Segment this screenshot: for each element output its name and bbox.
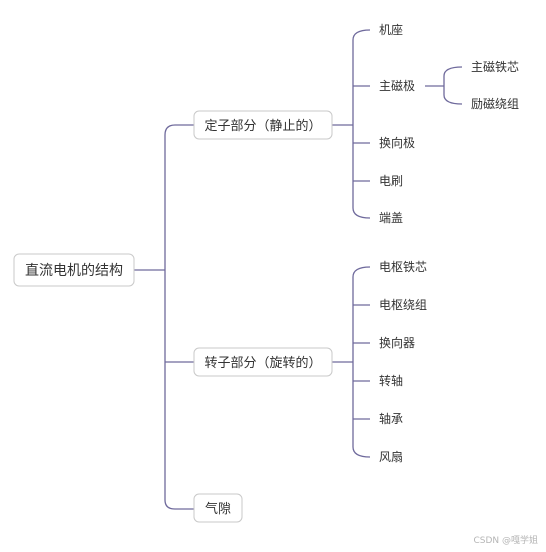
connector-stator-trunk [352,29,371,219]
connector-root-trunk [164,124,176,510]
leaf-commutator[interactable]: 换向器 [379,335,415,350]
main-pole-leaves: 主磁铁芯 励磁绕组 [471,59,519,111]
connectors [134,29,463,510]
branch-node-rotor[interactable]: 转子部分（旋转的） [193,347,333,377]
leaf-bearing[interactable]: 轴承 [379,411,403,426]
leaf-armature-core[interactable]: 电枢铁芯 [379,259,427,274]
leaf-commutating-pole[interactable]: 换向极 [379,135,415,150]
connector-rotor-trunk [352,266,371,458]
branch-stator-box [193,110,333,140]
root-node[interactable]: 直流电机的结构 [13,253,135,287]
leaf-fan[interactable]: 风扇 [379,449,403,464]
stator-leaves: 机座 主磁极 换向极 电刷 端盖 [379,22,415,225]
branch-rotor-box [193,347,333,377]
leaf-armature-winding[interactable]: 电枢绕组 [379,297,427,312]
branch-rotor-label: 转子部分（旋转的） [204,355,321,371]
branch-node-air-gap[interactable]: 气隙 [193,493,243,523]
leaf-main-pole-core[interactable]: 主磁铁芯 [471,59,519,74]
rotor-leaves: 电枢铁芯 电枢绕组 换向器 转轴 轴承 风扇 [379,259,427,464]
watermark-text: CSDN @嘎学姐 [473,536,538,546]
leaf-main-pole[interactable]: 主磁极 [379,78,415,93]
leaf-end-cover[interactable]: 端盖 [379,211,403,225]
connector-main-pole-trunk [443,66,463,105]
branch-node-stator[interactable]: 定子部分（静止的） [193,110,333,140]
branch-air-gap-box [193,493,243,523]
root-node-label: 直流电机的结构 [25,262,123,279]
root-node-box [13,253,135,287]
branch-air-gap-label: 气隙 [205,501,231,517]
branch-stator-label: 定子部分（静止的） [204,118,321,134]
leaf-shaft[interactable]: 转轴 [379,373,403,388]
leaf-brush[interactable]: 电刷 [379,174,403,188]
leaf-field-winding[interactable]: 励磁绕组 [471,96,519,111]
leaf-frame[interactable]: 机座 [379,22,403,37]
